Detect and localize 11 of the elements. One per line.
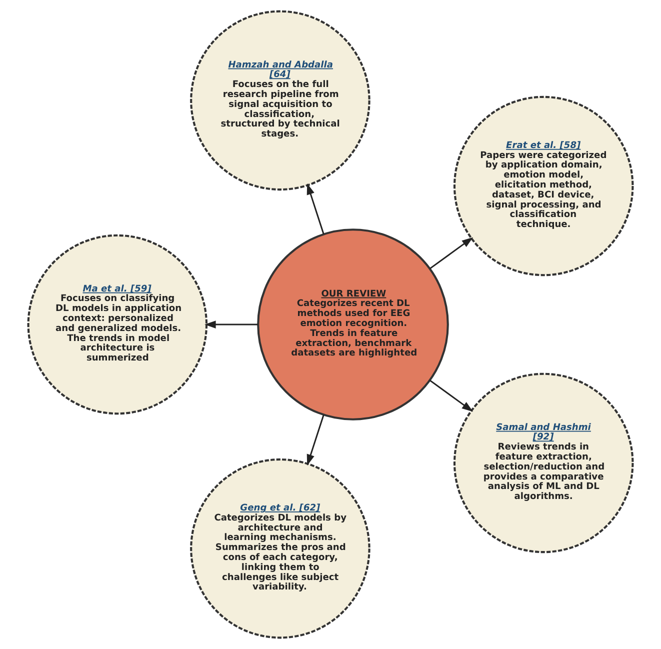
node-circle: Erat et al. [58] Papers were categorized by application domain, emotion model, elicitation method, dataset, BCI device, signal processing, and classification technique. bbox=[453, 96, 634, 276]
arrow bbox=[430, 237, 474, 270]
node-circle: Hamzah and Abdalla [64] Focuses on the full research pipeline from signal acquisition to classification, structured by technical stages. bbox=[190, 10, 370, 191]
node-circle: Ma et al. [59] Focuses on classifying DL models in application context: personalized and generalized models. The trends in model architecture is summerized bbox=[27, 234, 208, 415]
arrow bbox=[430, 380, 474, 412]
node-circle: OUR REVIEW Categorizes recent DL methods used for EEG emotion recognition. Trends in feature extraction, benchmark datasets are highlighted bbox=[257, 228, 449, 420]
arrow bbox=[306, 183, 324, 234]
arrow bbox=[306, 414, 324, 466]
arrow bbox=[204, 320, 258, 328]
node-circle: Geng et al. [62] Categorizes DL models by architecture and learning mechanisms. Summarizes the pros and cons of each category, linking them to challenges like subject variability. bbox=[190, 458, 370, 639]
node-circle: Samal and Hashmi [92] Reviews trends in feature extraction, selection/reduction and provides a comparative analysis of ML and DL algorithms. bbox=[453, 372, 634, 554]
